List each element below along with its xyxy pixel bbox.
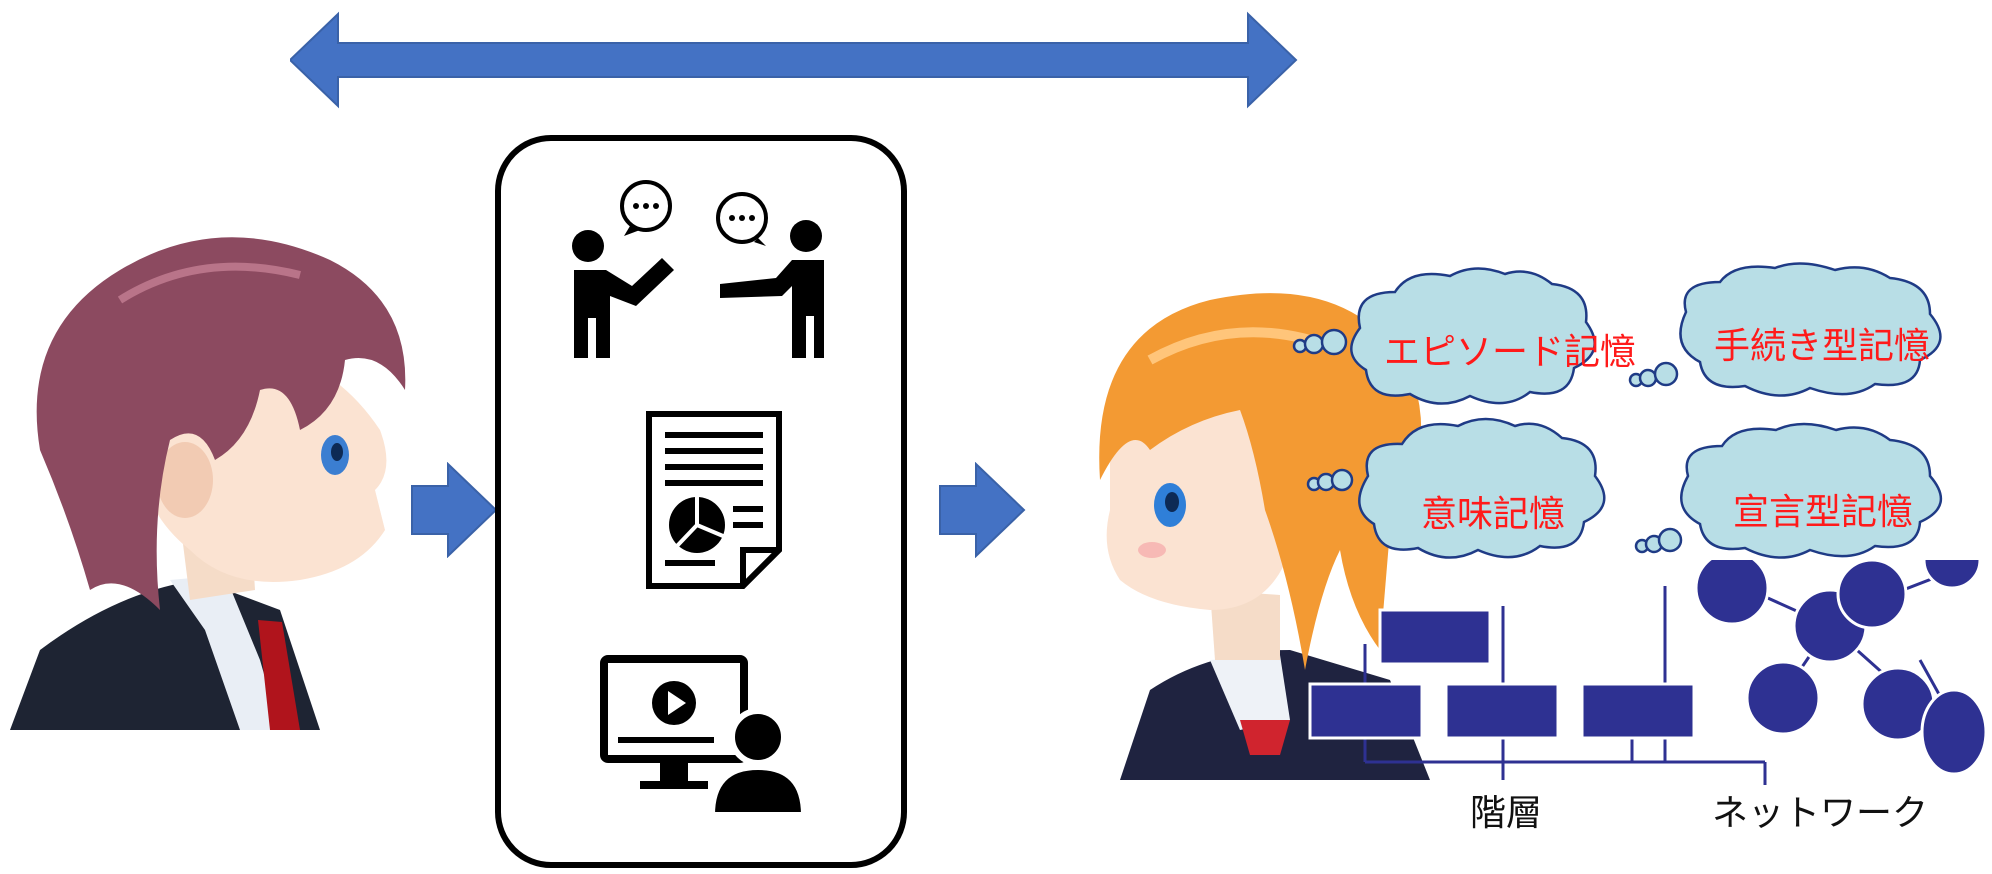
double-arrow — [290, 11, 1298, 109]
procedural-memory-label: 手続き型記憶 — [1714, 326, 1931, 367]
report-document-icon — [646, 411, 782, 589]
hierarchy-caption: 階層 — [1470, 793, 1543, 834]
network-caption: ネットワーク — [1712, 793, 1929, 834]
teacher-character — [10, 237, 406, 730]
video-lesson-icon — [600, 655, 808, 815]
semantic-memory-label: 意味記憶 — [1421, 494, 1566, 535]
thought-clouds — [1292, 262, 1943, 559]
declarative-memory-label: 宣言型記憶 — [1733, 492, 1914, 533]
memory-structure-diagram — [1308, 560, 1988, 785]
small-arrow-left — [411, 462, 498, 558]
two-people-chat-icon — [572, 180, 824, 358]
small-arrow-right — [939, 462, 1026, 558]
episodic-memory-label: エピソード記憶 — [1384, 332, 1637, 373]
